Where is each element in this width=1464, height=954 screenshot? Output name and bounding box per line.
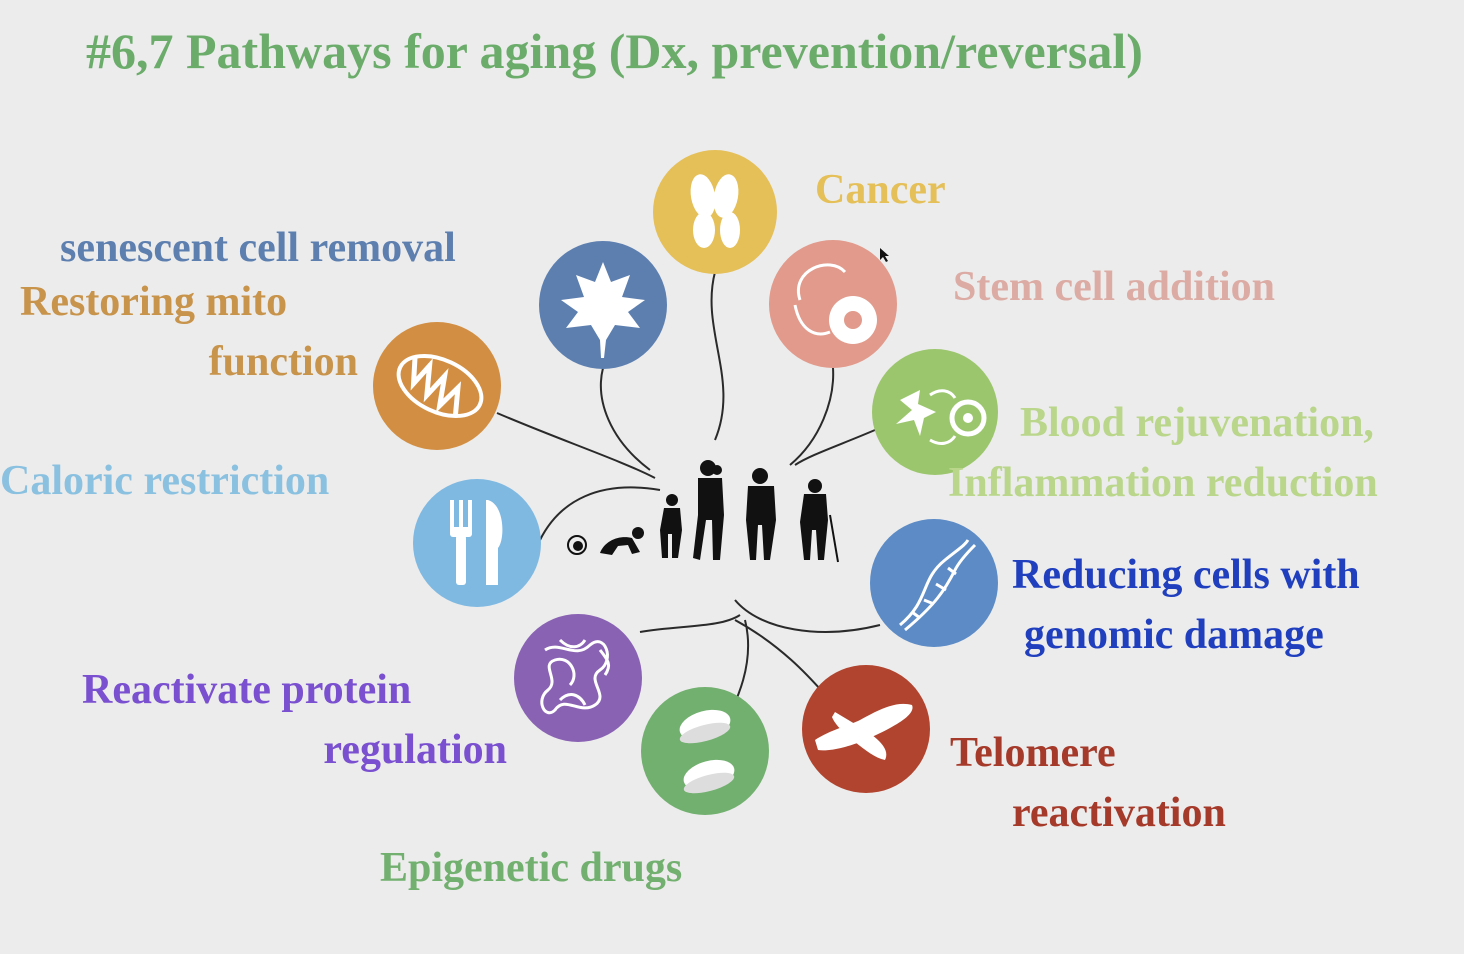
label-epigenetic-drugs: Epigenetic drugs — [380, 845, 683, 891]
dna-helix-icon — [899, 539, 977, 632]
label-blood-line2: Inflammation reduction — [948, 460, 1378, 506]
cursor-icon — [880, 248, 889, 262]
maple-leaf-icon — [561, 262, 645, 358]
label-reactivate-protein-regulation: Reactivate protein regulation — [82, 660, 507, 780]
label-mito-line2: function — [208, 339, 358, 385]
senescent-node — [539, 241, 667, 369]
caloric-node — [413, 479, 541, 607]
label-reducing-cells-genomic-damage: Reducing cells with genomic damage — [1012, 545, 1360, 665]
label-telomere-line1: Telomere — [950, 730, 1116, 776]
label-cancer: Cancer — [815, 167, 946, 213]
label-telomere-reactivation: Telomere reactivation — [950, 723, 1226, 843]
label-mito-line1: Restoring mito — [20, 279, 288, 325]
telomere-node — [802, 665, 930, 793]
genomic-node — [870, 519, 998, 647]
label-blood-line1: Blood rejuvenation, — [1020, 400, 1374, 446]
stem-cell-node — [769, 240, 897, 368]
protein-node — [514, 614, 642, 742]
page-title: #6,7 Pathways for aging (Dx, prevention/… — [86, 23, 1143, 79]
label-senescent-cell-removal: senescent cell removal — [60, 225, 456, 271]
cells-icon — [690, 174, 740, 248]
human-lifespan-silhouettes-icon — [567, 460, 839, 563]
label-blood-rejuvenation: Blood rejuvenation, Inflammation reducti… — [948, 393, 1378, 513]
label-genomic-line2: genomic damage — [1024, 612, 1324, 658]
label-restoring-mito-function: Restoring mito function — [20, 272, 358, 392]
pills-icon — [679, 709, 735, 794]
label-protein-line1: Reactivate protein — [82, 667, 412, 713]
blood-node — [872, 349, 998, 475]
label-telomere-line2: reactivation — [1012, 790, 1226, 836]
chromosome-icon — [815, 703, 913, 760]
cancer-node — [653, 150, 777, 274]
mitochondrion-icon — [396, 353, 484, 419]
mito-node — [373, 322, 501, 450]
protein-structure-icon — [540, 638, 611, 714]
stem-cell-icon — [793, 263, 877, 344]
fork-knife-icon — [450, 500, 503, 585]
label-genomic-line1: Reducing cells with — [1012, 552, 1360, 598]
epigenetic-node — [641, 687, 769, 815]
blood-cells-icon — [896, 389, 987, 445]
label-caloric-restriction: Caloric restriction — [0, 458, 330, 504]
label-stem-cell-addition: Stem cell addition — [953, 264, 1275, 310]
label-protein-line2: regulation — [323, 727, 507, 773]
